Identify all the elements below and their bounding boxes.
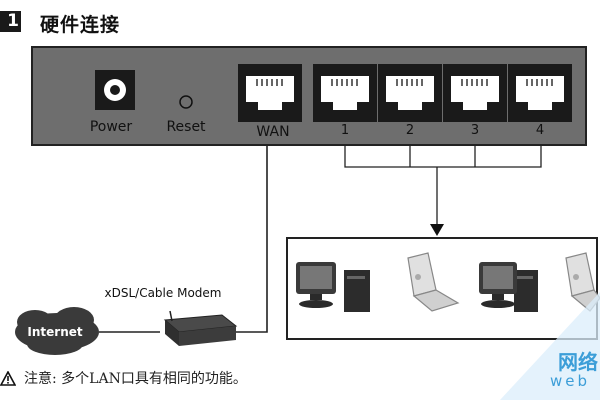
power-label: Power bbox=[90, 119, 133, 135]
desktop-computer-icon bbox=[296, 262, 370, 312]
section-title: 硬件连接 bbox=[40, 14, 121, 36]
watermark-text: 网络 bbox=[558, 350, 598, 374]
watermark-subtext: web bbox=[549, 372, 590, 390]
modem-label: xDSL/Cable Modem bbox=[105, 286, 222, 300]
wan-cable bbox=[236, 145, 268, 333]
lan-port-2 bbox=[378, 64, 442, 122]
internet-cloud-icon bbox=[15, 307, 99, 355]
wan-port bbox=[238, 64, 302, 122]
lan-clients-box bbox=[286, 237, 598, 340]
arrow-down-icon bbox=[430, 224, 444, 236]
laptop-icon bbox=[407, 252, 460, 312]
lan-port-3 bbox=[443, 64, 507, 122]
note-line: 注意: 多个LAN口具有相同的功能。 bbox=[0, 368, 247, 388]
lan-port-label: 4 bbox=[536, 123, 544, 138]
power-socket-icon bbox=[95, 70, 135, 110]
note-text: 注意: 多个LAN口具有相同的功能。 bbox=[24, 371, 247, 387]
desktop-computer-icon bbox=[479, 262, 538, 312]
lan-port-4 bbox=[508, 64, 572, 122]
warning-icon bbox=[0, 370, 16, 386]
section-number-badge: 1 bbox=[0, 11, 21, 32]
lan-port-1 bbox=[313, 64, 377, 122]
internet-label: Internet bbox=[27, 325, 82, 339]
modem-icon bbox=[163, 310, 238, 346]
router-ports: 1 2 3 4 bbox=[238, 64, 572, 138]
watermark-background bbox=[500, 292, 600, 400]
lan-port-label: 1 bbox=[341, 123, 349, 138]
lan-bracket bbox=[344, 145, 542, 226]
wan-label: WAN bbox=[256, 124, 289, 140]
reset-label: Reset bbox=[166, 119, 206, 135]
reset-button-icon bbox=[179, 95, 193, 109]
lan-port-label: 3 bbox=[471, 123, 479, 138]
lan-port-label: 2 bbox=[406, 123, 414, 138]
